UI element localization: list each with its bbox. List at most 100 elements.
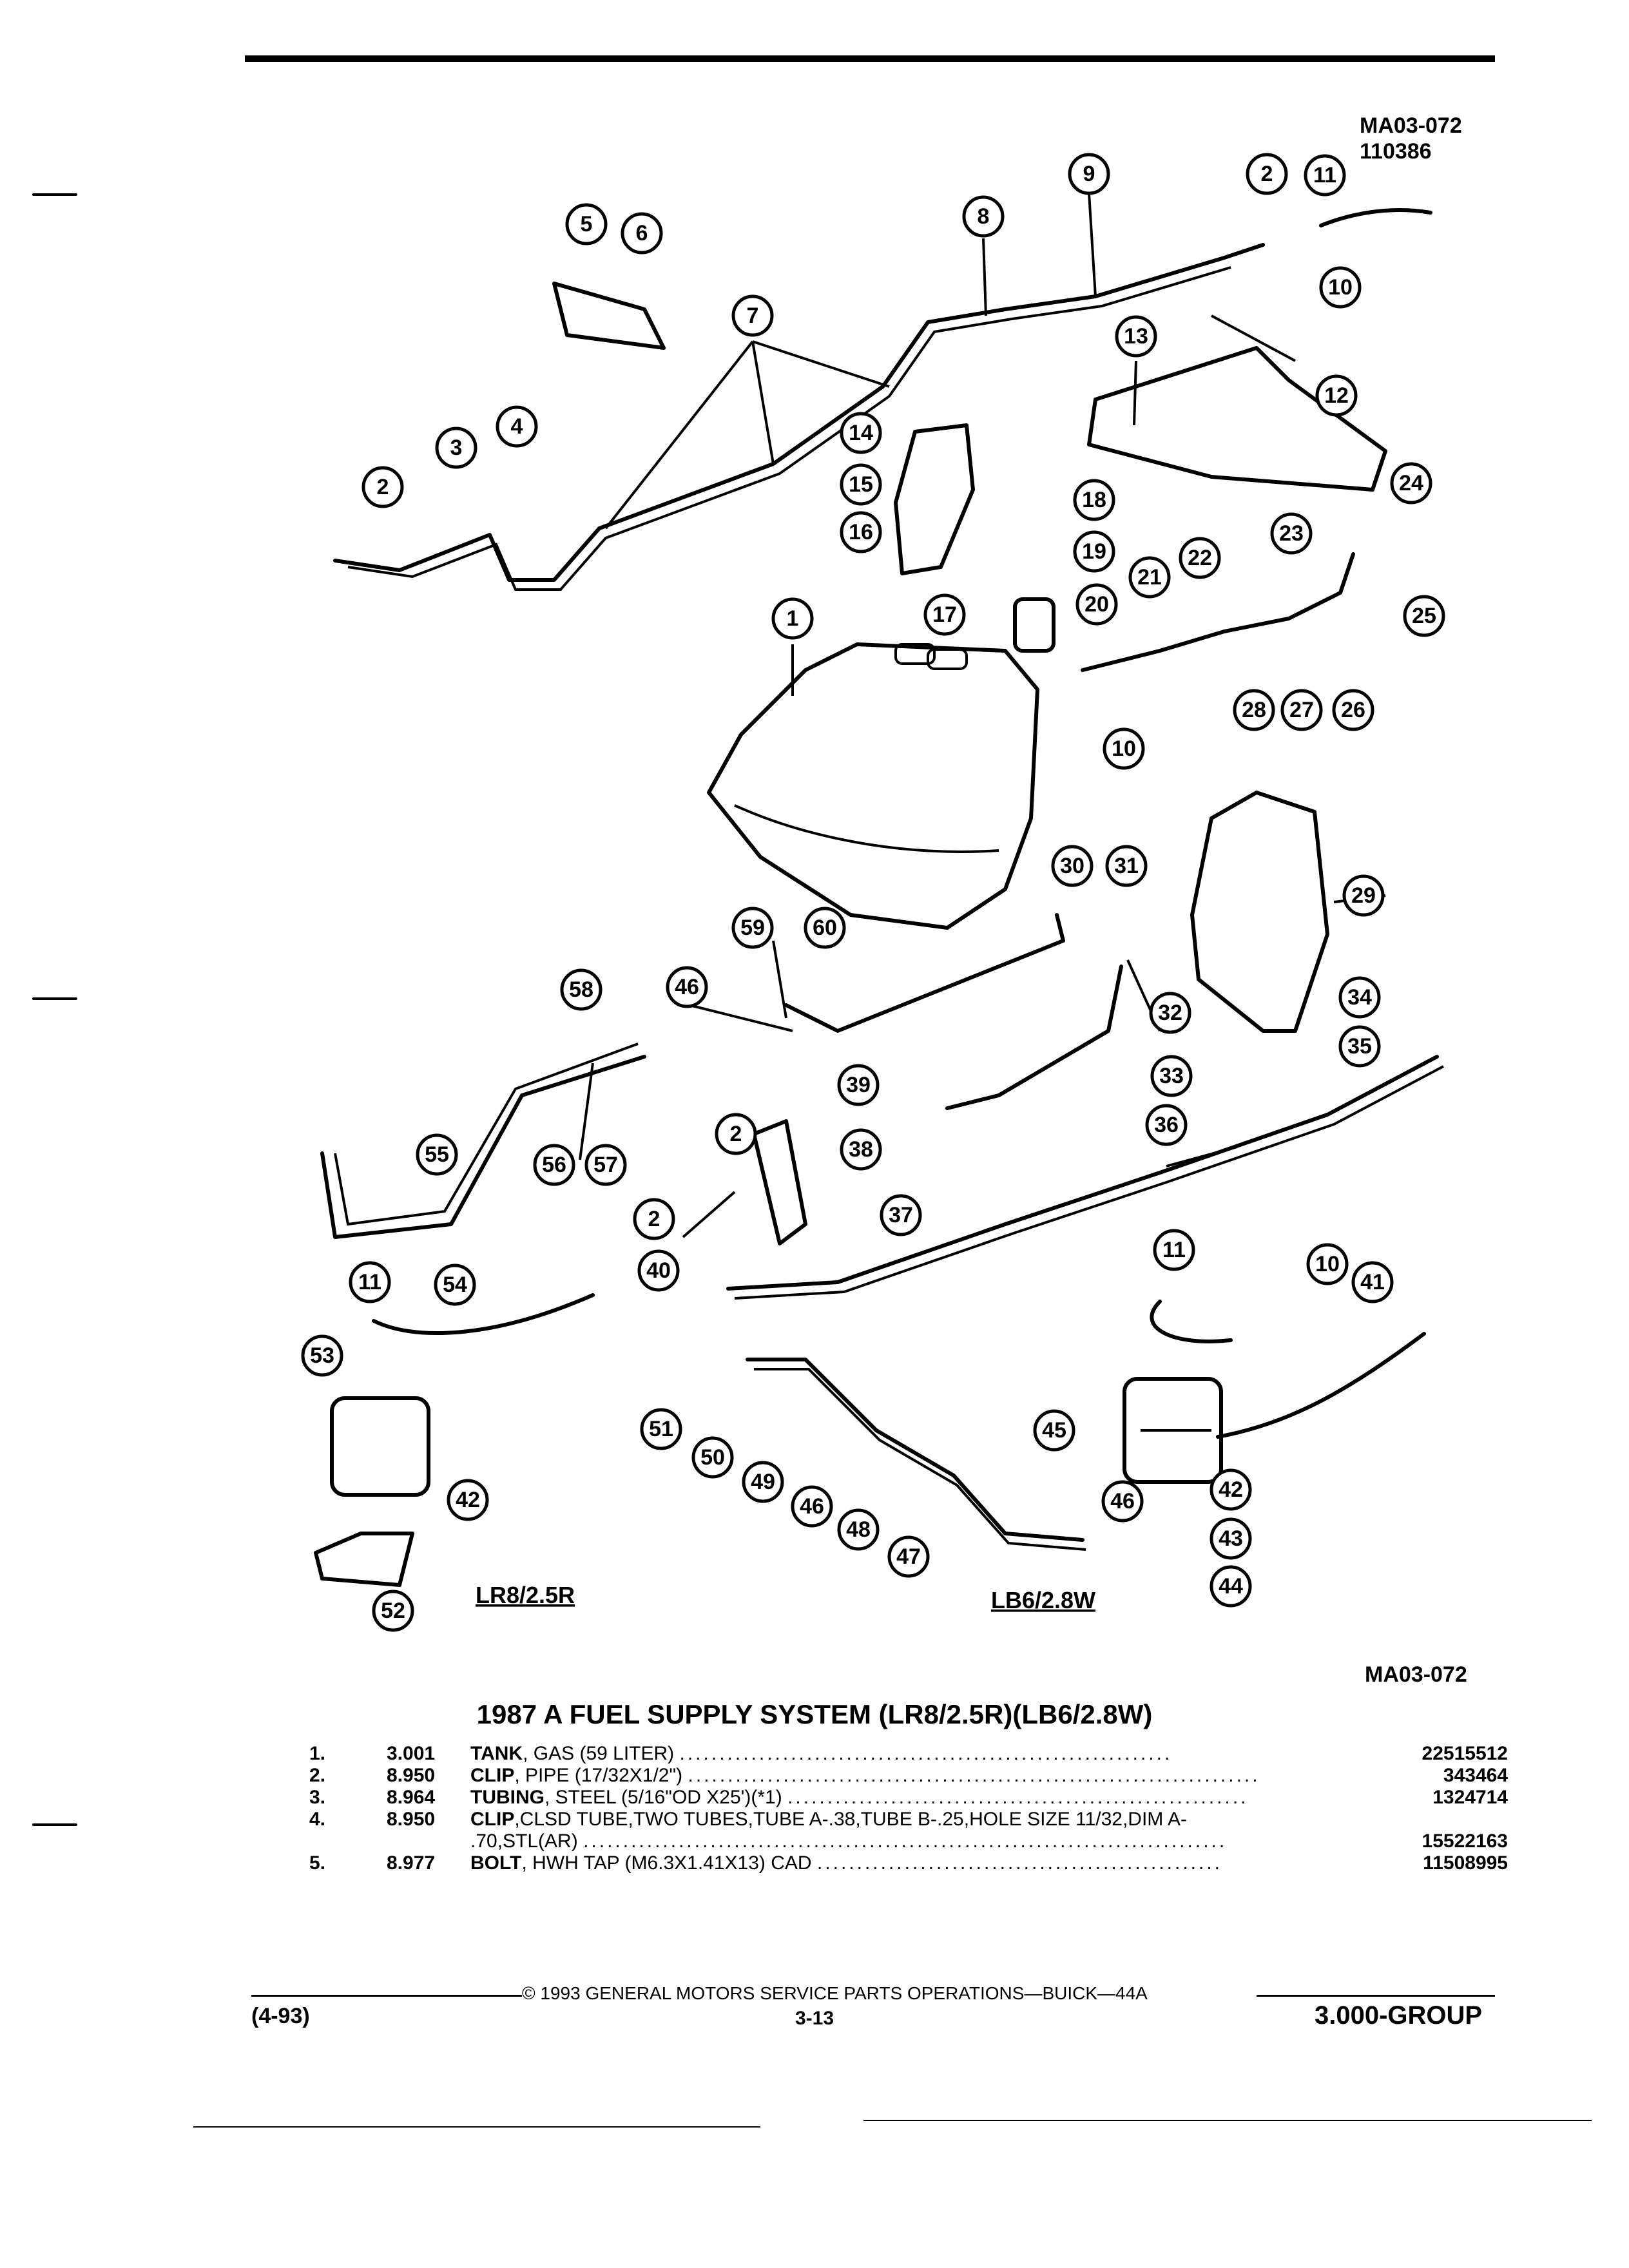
item-spec: , STEEL (5/16"OD X25')(*1): [545, 1787, 782, 1808]
callout-25: 25: [1403, 595, 1445, 637]
callout-8: 8: [962, 195, 1005, 238]
svg-text:26: 26: [1341, 698, 1365, 722]
svg-text:46: 46: [675, 975, 699, 999]
table-row: 5. 8.977 BOLT, HWH TAP (M6.3X1.41X13) CA…: [309, 1852, 1508, 1874]
svg-text:37: 37: [889, 1203, 913, 1227]
svg-text:55: 55: [425, 1142, 449, 1167]
callout-47: 47: [887, 1535, 930, 1578]
heat-shield-drawing: [1087, 346, 1387, 492]
callout-2: 2: [715, 1113, 757, 1155]
callout-52: 52: [372, 1590, 414, 1632]
callout-38: 38: [840, 1128, 882, 1171]
fuel-tank-drawing: [707, 642, 1039, 930]
svg-text:11: 11: [1162, 1238, 1186, 1262]
svg-text:3: 3: [450, 436, 463, 460]
bracket-drawing: [552, 282, 666, 350]
leader-dots: ........................................…: [679, 1743, 1173, 1764]
svg-text:47: 47: [896, 1544, 921, 1569]
callout-2: 2: [361, 466, 404, 508]
callout-3: 3: [435, 427, 477, 469]
callout-31: 31: [1105, 845, 1148, 887]
fuel-line-right: [1081, 552, 1355, 672]
callout-37: 37: [880, 1194, 922, 1236]
callout-55: 55: [416, 1133, 458, 1176]
svg-text:54: 54: [443, 1273, 467, 1297]
callout-54: 54: [434, 1264, 476, 1306]
part-number: 15522163: [1422, 1831, 1508, 1852]
part-number: 1324714: [1432, 1787, 1508, 1808]
callout-20: 20: [1075, 583, 1118, 626]
scan-edge-line: [863, 2120, 1592, 2121]
revision-date: (4-93): [251, 2004, 310, 2028]
svg-text:5: 5: [581, 212, 593, 236]
catalog-number: 8.964: [387, 1787, 436, 1808]
table-row: .70,STL(AR) ............................…: [309, 1831, 1508, 1852]
callout-53: 53: [301, 1334, 343, 1377]
callout-11: 11: [1304, 154, 1346, 197]
leader-dots: ........................................…: [583, 1831, 1228, 1852]
fuel-pipe-left-parallel: [334, 1043, 639, 1226]
svg-text:21: 21: [1137, 565, 1162, 590]
callout-44: 44: [1210, 1565, 1252, 1608]
table-row: 2. 8.950 CLIP, PIPE (17/32X1/2") .......…: [309, 1765, 1508, 1787]
item-name: BOLT: [470, 1852, 522, 1874]
callout-14: 14: [840, 412, 882, 454]
svg-text:2: 2: [1261, 162, 1273, 186]
svg-text:17: 17: [932, 602, 957, 627]
svg-text:39: 39: [846, 1073, 871, 1097]
callout-46: 46: [666, 966, 708, 1008]
item-name: TANK: [470, 1743, 523, 1764]
svg-text:53: 53: [310, 1343, 334, 1368]
svg-text:16: 16: [849, 520, 873, 544]
svg-text:23: 23: [1279, 521, 1304, 546]
fuel-pipe-lb6: [746, 1358, 1084, 1542]
callout-16: 16: [840, 511, 882, 553]
svg-text:10: 10: [1112, 736, 1136, 761]
engine-label-lr8: LR8/2.5R: [476, 1582, 575, 1608]
svg-text:35: 35: [1347, 1034, 1372, 1059]
svg-text:51: 51: [649, 1417, 673, 1441]
callout-39: 39: [837, 1064, 880, 1106]
item-spec: , HWH TAP (M6.3X1.41X13) CAD: [521, 1852, 812, 1874]
callout-19: 19: [1073, 530, 1115, 573]
callout-46: 46: [1101, 1480, 1144, 1523]
callout-5: 5: [565, 203, 608, 245]
callout-2: 2: [1246, 153, 1288, 195]
svg-text:32: 32: [1158, 1001, 1182, 1025]
svg-text:56: 56: [542, 1153, 566, 1177]
callout-59: 59: [731, 907, 774, 949]
catalog-number: 8.950: [387, 1809, 436, 1830]
svg-text:50: 50: [700, 1445, 725, 1470]
callout-49: 49: [742, 1461, 784, 1503]
fuel-filter-drawing: [1013, 597, 1055, 653]
svg-text:24: 24: [1399, 471, 1423, 495]
callout-10: 10: [1103, 727, 1145, 770]
svg-text:2: 2: [730, 1122, 742, 1146]
callout-36: 36: [1145, 1104, 1188, 1146]
diagram-code: MA03-072: [1360, 113, 1462, 138]
callout-34: 34: [1338, 976, 1381, 1019]
callout-42: 42: [447, 1479, 489, 1521]
svg-text:8: 8: [978, 204, 990, 229]
item-index: 4.: [309, 1809, 326, 1830]
catalog-number: 3.001: [387, 1743, 436, 1764]
item-spec: , GAS (59 LITER): [523, 1743, 675, 1764]
callout-27: 27: [1280, 689, 1323, 731]
callout-40: 40: [637, 1249, 680, 1292]
svg-text:33: 33: [1159, 1064, 1184, 1088]
tank-strap-drawing: [784, 913, 1065, 1033]
hose-drawing: [1150, 1300, 1233, 1343]
item-spec-continued: .70,STL(AR): [470, 1831, 578, 1852]
item-index: 5.: [309, 1852, 326, 1874]
svg-text:38: 38: [849, 1137, 873, 1162]
top-rule: [245, 55, 1495, 62]
callout-15: 15: [840, 463, 882, 506]
callout-2: 2: [633, 1198, 675, 1240]
svg-text:29: 29: [1351, 883, 1376, 908]
table-row: 3. 8.964 TUBING, STEEL (5/16"OD X25')(*1…: [309, 1787, 1508, 1809]
scan-edge-line: [193, 2126, 760, 2128]
page-number: 3-13: [795, 2008, 834, 2029]
part-number: 343464: [1443, 1765, 1508, 1786]
part-number: 22515512: [1422, 1743, 1508, 1764]
fuel-filter-lr8-drawing: [330, 1396, 430, 1497]
